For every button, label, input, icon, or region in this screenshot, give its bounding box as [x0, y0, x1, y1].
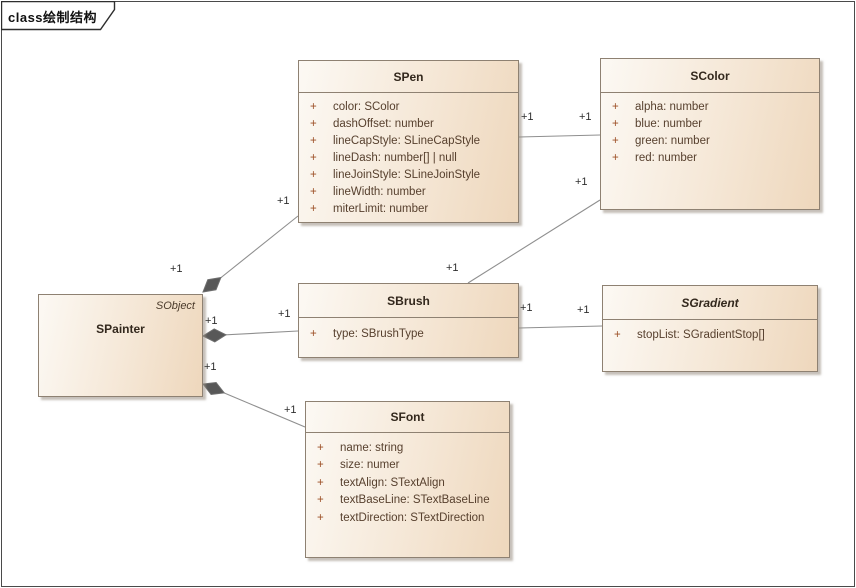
association-sbrush-sgradient[interactable] [518, 325, 603, 329]
attribute-compartment: +stopList: SGradientStop[] [603, 320, 817, 343]
attribute-row[interactable]: +red: number [612, 151, 698, 164]
attribute-row[interactable]: +textBaseLine: STextBaseLine [317, 494, 490, 507]
attribute-compartment: +color: SColor +dashOffset: number +line… [299, 93, 518, 217]
attribute-row[interactable]: +blue: number [612, 117, 703, 130]
class-title: SColor [690, 68, 730, 83]
attribute-row[interactable]: +lineJoinStyle: SLineJoinStyle [310, 168, 481, 181]
class-scolor[interactable]: SColor +alpha: number +blue: number +gre… [600, 58, 820, 210]
multiplicity-label: +1 [577, 304, 590, 316]
multiplicity-label: +1 [446, 262, 459, 274]
class-title: SPen [393, 69, 424, 84]
class-title: SPainter [96, 322, 145, 336]
multiplicity-label: +1 [278, 308, 291, 320]
class-header: SGradient [603, 286, 817, 320]
class-spainter[interactable]: SObject SPainter [38, 294, 203, 397]
stereotype-label: SObject [155, 300, 195, 312]
multiplicity-label: +1 [579, 111, 592, 123]
multiplicity-label: +1 [521, 111, 534, 123]
class-sbrush[interactable]: SBrush +type: SBrushType [298, 283, 519, 358]
attribute-row[interactable]: +textAlign: STextAlign [317, 476, 445, 489]
class-header: SColor [601, 59, 819, 93]
attribute-row[interactable]: +lineWidth: number [310, 185, 426, 198]
attribute-row[interactable]: +miterLimit: number [310, 202, 429, 215]
attribute-row[interactable]: +color: SColor [310, 100, 400, 113]
multiplicity-label: +1 [277, 195, 290, 207]
composition-spainter-sfont[interactable] [202, 381, 306, 428]
diagram-frame-tab [1, 1, 116, 31]
multiplicity-label: +1 [170, 263, 183, 275]
attribute-row[interactable]: +alpha: number [612, 100, 709, 113]
class-spen[interactable]: SPen +color: SColor +dashOffset: number … [298, 60, 519, 223]
class-title: SBrush [387, 293, 430, 308]
multiplicity-label: +1 [204, 361, 217, 373]
class-title: SFont [390, 410, 425, 424]
class-sfont[interactable]: SFont +name: string +size: numer +textAl… [305, 401, 510, 558]
multiplicity-label: +1 [520, 302, 533, 314]
attribute-row[interactable]: +green: number [612, 134, 710, 147]
attribute-compartment: +name: string +size: numer +textAlign: S… [306, 433, 509, 527]
attribute-row[interactable]: +lineDash: number[] | null [310, 151, 457, 164]
multiplicity-label: +1 [205, 315, 218, 327]
composition-diamond[interactable] [202, 276, 222, 293]
composition-spainter-sbrush[interactable] [201, 328, 299, 343]
composition-diamond[interactable] [202, 381, 226, 396]
class-title: SGradient [681, 295, 739, 310]
association-sbrush-scolor[interactable] [467, 199, 601, 284]
association-spen-scolor[interactable] [518, 134, 601, 138]
attribute-compartment: +alpha: number +blue: number +green: num… [601, 93, 819, 166]
class-header: SBrush [299, 284, 518, 318]
multiplicity-label: +1 [575, 176, 588, 188]
attribute-row[interactable]: +size: numer [317, 459, 400, 472]
attribute-row[interactable]: +name: string [317, 441, 404, 454]
class-header: SPen [299, 61, 518, 93]
composition-spainter-spen[interactable] [202, 215, 299, 293]
composition-diamond[interactable] [201, 328, 228, 343]
attribute-row[interactable]: +lineCapStyle: SLineCapStyle [310, 134, 481, 147]
attribute-row[interactable]: +stopList: SGradientStop[] [614, 328, 765, 341]
class-header: SFont [306, 402, 509, 433]
attribute-row[interactable]: +type: SBrushType [310, 327, 424, 340]
multiplicity-label: +1 [284, 404, 297, 416]
attribute-row[interactable]: +dashOffset: number [310, 117, 434, 130]
attribute-row[interactable]: +textDirection: STextDirection [317, 511, 485, 524]
attribute-compartment: +type: SBrushType [299, 318, 518, 342]
class-sgradient[interactable]: SGradient +stopList: SGradientStop[] [602, 285, 818, 372]
diagram-title: class绘制结构 [8, 10, 98, 25]
